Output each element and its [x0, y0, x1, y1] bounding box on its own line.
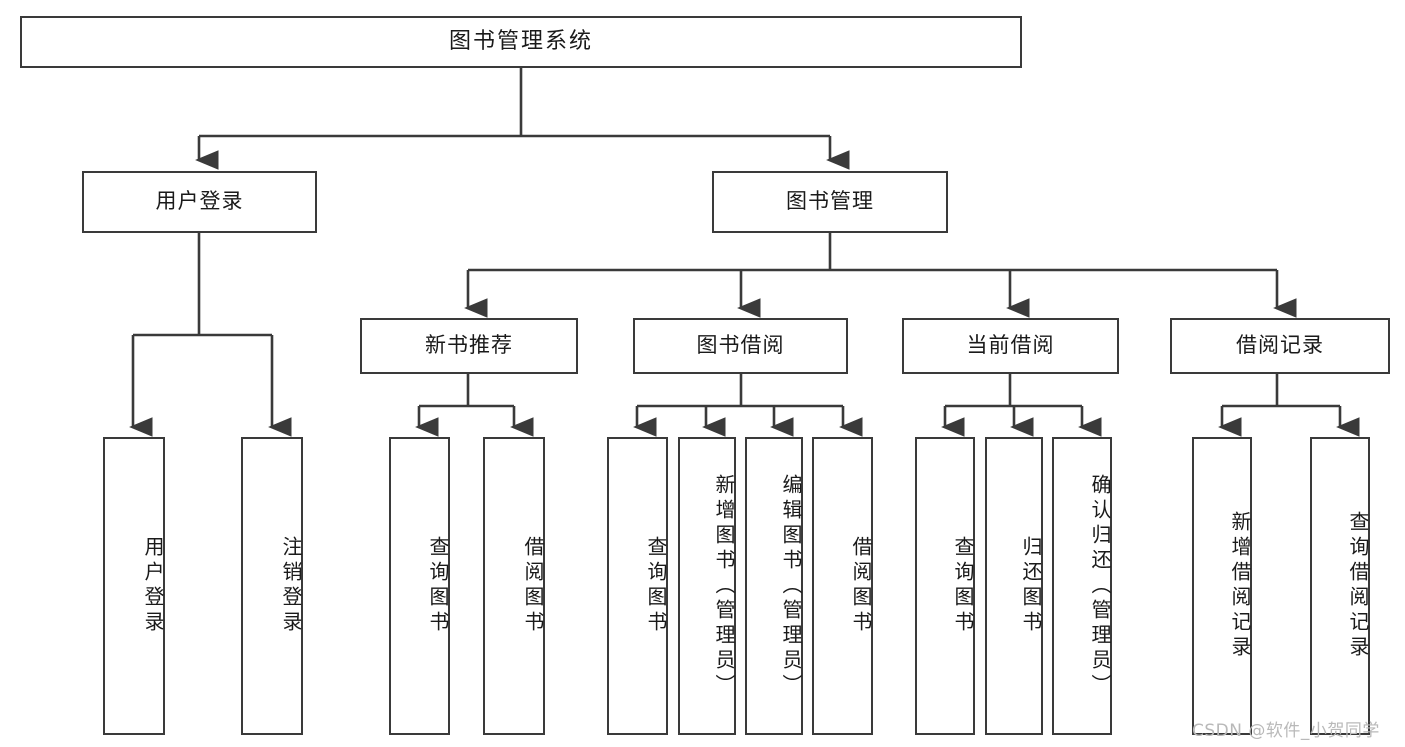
node-label: 编辑图书（管理员）: [779, 473, 803, 699]
leaf-book-borrow-query-book[interactable]: 查询图书: [607, 437, 668, 735]
node-label: 新书推荐: [425, 333, 513, 358]
node-label: 借阅图书: [849, 536, 873, 636]
leaf-new-book-borrow-book[interactable]: 借阅图书: [483, 437, 545, 735]
leaf-book-borrow-edit-book-admin[interactable]: 编辑图书（管理员）: [745, 437, 803, 735]
leaf-borrow-record-add-record[interactable]: 新增借阅记录: [1192, 437, 1252, 735]
node-label: 查询图书: [644, 536, 668, 636]
node-label: 注销登录: [279, 536, 303, 636]
node-borrow-record[interactable]: 借阅记录: [1170, 318, 1390, 374]
node-label: 用户登录: [141, 536, 165, 636]
leaf-current-borrow-confirm-return-admin[interactable]: 确认归还（管理员）: [1052, 437, 1112, 735]
node-label: 新增借阅记录: [1228, 511, 1252, 661]
node-label: 图书借阅: [696, 333, 785, 358]
csdn-watermark: CSDN @软件_小贺同学: [1192, 721, 1380, 741]
node-label: 借阅图书: [521, 536, 545, 636]
leaf-current-borrow-return-book[interactable]: 归还图书: [985, 437, 1043, 735]
leaf-borrow-record-query-record[interactable]: 查询借阅记录: [1310, 437, 1370, 735]
node-label: 借阅记录: [1236, 333, 1324, 358]
leaf-user-login-login[interactable]: 用户登录: [103, 437, 165, 735]
node-label: 图书管理: [786, 189, 874, 214]
leaf-current-borrow-query-book[interactable]: 查询图书: [915, 437, 975, 735]
node-label: 图书管理系统: [448, 28, 593, 54]
leaf-book-borrow-borrow-book[interactable]: 借阅图书: [812, 437, 873, 735]
node-label: 确认归还（管理员）: [1088, 473, 1112, 699]
node-label: 查询图书: [426, 536, 450, 636]
node-book-borrow[interactable]: 图书借阅: [633, 318, 848, 374]
leaf-new-book-query-book[interactable]: 查询图书: [389, 437, 450, 735]
leaf-book-borrow-add-book-admin[interactable]: 新增图书（管理员）: [678, 437, 736, 735]
node-label: 查询借阅记录: [1346, 511, 1370, 661]
node-new-book-recommend[interactable]: 新书推荐: [360, 318, 578, 374]
node-label: 当前借阅: [966, 333, 1055, 358]
node-label: 归还图书: [1019, 536, 1043, 636]
node-label: 查询图书: [951, 536, 975, 636]
node-current-borrow[interactable]: 当前借阅: [902, 318, 1119, 374]
node-root-system[interactable]: 图书管理系统: [20, 16, 1022, 68]
leaf-user-login-logout[interactable]: 注销登录: [241, 437, 303, 735]
node-user-login[interactable]: 用户登录: [82, 171, 317, 233]
node-book-management[interactable]: 图书管理: [712, 171, 948, 233]
node-label: 用户登录: [155, 189, 244, 214]
node-label: 新增图书（管理员）: [712, 473, 736, 699]
